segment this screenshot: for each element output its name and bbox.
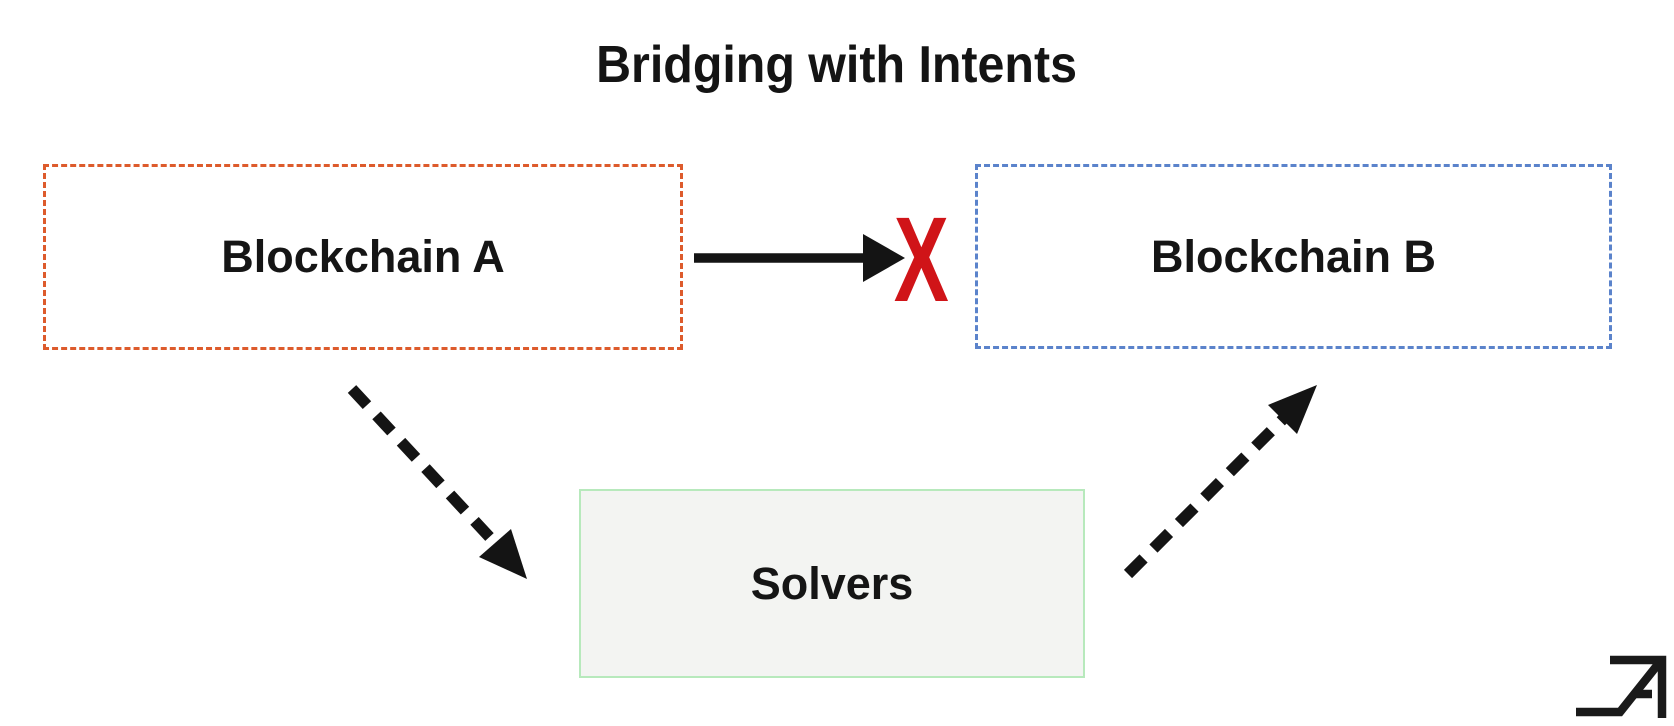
arrow-a-to-solvers [347,385,527,579]
node-blockchain-b-label: Blockchain B [1150,230,1437,282]
arrow-solvers-to-b-head [1268,385,1317,434]
diagram-title-text: Bridging with Intents [596,36,1078,94]
diagram-title: Bridging with Intents [0,32,1674,98]
arrow-logo-head-stroke [1610,655,1667,718]
arrow-a-to-solvers-shaft [347,385,501,548]
arrow-logo-shaft-stroke [1576,660,1663,717]
node-solvers: Solvers [579,489,1085,678]
node-blockchain-b: Blockchain B [975,164,1612,349]
node-blockchain-a: Blockchain A [43,164,683,350]
arrow-logo-icon [1576,655,1667,718]
node-solvers-label: Solvers [750,557,914,609]
node-blockchain-a-label: Blockchain A [221,231,505,282]
arrow-a-to-solvers-head [479,529,527,579]
arrow-solvers-to-b [1123,385,1317,579]
arrow-solvers-to-b-shaft [1123,412,1290,579]
direct-bridge-arrow [694,234,905,282]
blocked-x-glyph: X [893,191,949,327]
blocked-x-marker: X [878,191,964,327]
